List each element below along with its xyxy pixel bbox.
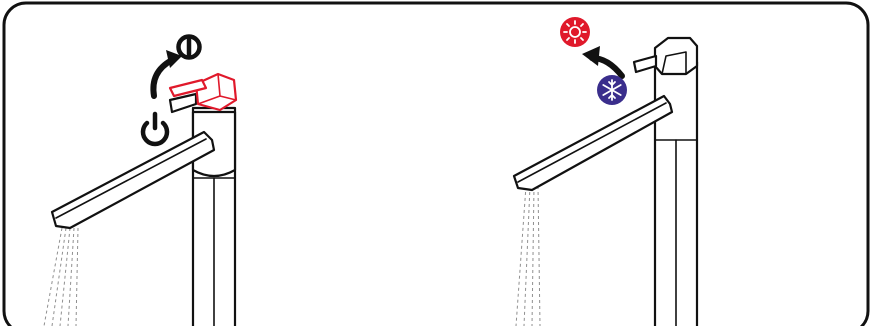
curved-arrow-up-head [166,50,182,68]
right-water-spray [515,185,541,326]
curved-arrow-left-head [582,46,600,66]
right-faucet-spout [512,94,674,192]
right-faucet-cap [653,36,699,76]
curved-arrow-up-icon [150,57,175,99]
power-on-icon [176,34,202,60]
right-faucet [512,36,699,326]
cold-snowflake-icon [597,75,627,105]
left-faucet-lever [168,72,238,112]
left-faucet-head [191,110,237,178]
power-off-icon [140,111,170,147]
left-faucet-pin [168,92,198,114]
left-water-spray [43,227,79,326]
right-faucet-lever [632,54,658,74]
hot-sun-icon [560,17,590,47]
left-faucet [43,72,238,326]
